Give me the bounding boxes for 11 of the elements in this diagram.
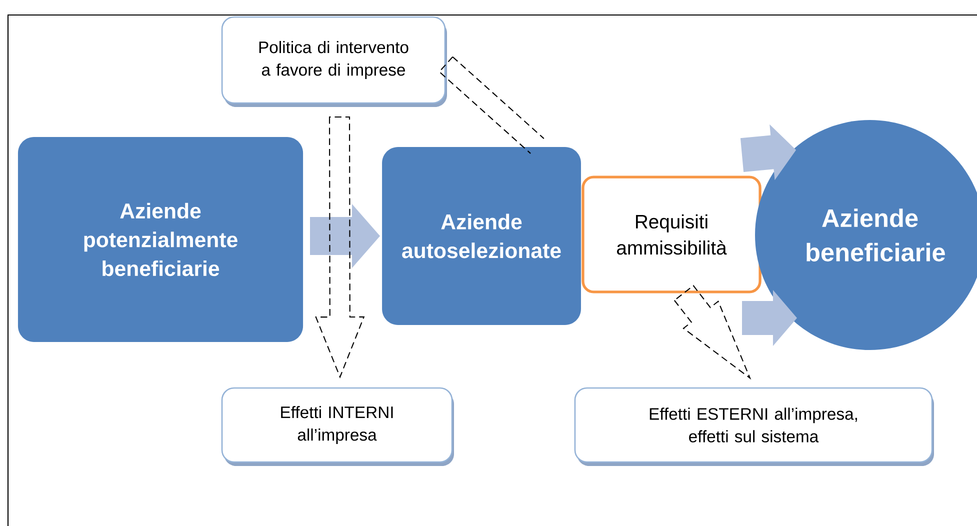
process-box: Aziende potenzialmente beneficiarie [18, 136, 304, 342]
dashed-band [438, 56, 544, 154]
process-box: Aziende autoselezionate [382, 147, 581, 325]
text-box: Effetti INTERNI all’impresa [221, 387, 454, 466]
block-arrow [742, 290, 797, 346]
text-box: Effetti ESTERNI all’impresa, effetti sul sistema [574, 387, 934, 466]
hollow-arrow [315, 116, 365, 378]
block-arrow [310, 204, 380, 268]
filter-box: Requisiti ammissibilità [582, 176, 762, 294]
text-box: Politica di intervento a favore di imprese [221, 16, 447, 107]
block-arrow [740, 124, 796, 180]
